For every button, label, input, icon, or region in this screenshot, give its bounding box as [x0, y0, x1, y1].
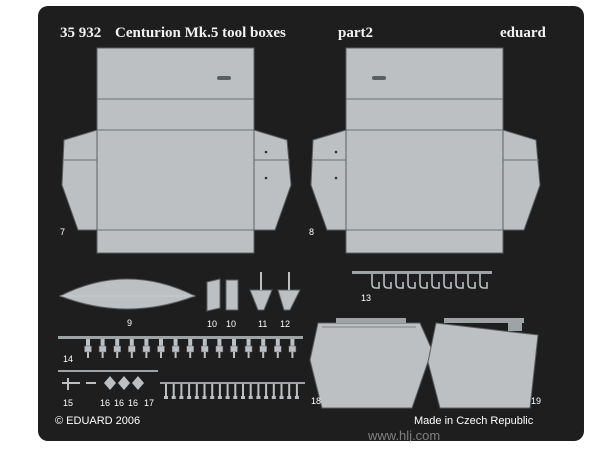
latch-piece	[128, 339, 136, 358]
pin-piece	[194, 384, 199, 399]
part-number-17: 17	[144, 398, 154, 408]
hinge-piece	[443, 274, 452, 289]
latch-piece	[98, 339, 107, 358]
latch-piece	[288, 339, 297, 358]
part-18-panel	[309, 318, 433, 409]
pin-piece	[264, 384, 269, 399]
part-number-16a: 16	[100, 398, 110, 408]
pin-piece	[294, 384, 299, 399]
fret-part: part2	[338, 25, 373, 41]
part-number-9: 9	[127, 318, 132, 328]
latch-piece	[171, 339, 180, 358]
hinge-piece	[395, 274, 404, 289]
latch-piece	[259, 339, 267, 358]
made-in-text: Made in Czech Republic	[414, 415, 534, 427]
part-number-10b: 10	[226, 319, 236, 329]
part-10-brackets	[206, 278, 239, 312]
part-13-hinges	[352, 271, 492, 289]
brand-logo: eduard	[500, 25, 547, 41]
part-number-14: 14	[63, 354, 73, 364]
latch-piece	[244, 339, 253, 358]
pin-piece	[241, 384, 245, 399]
part-number-15: 15	[63, 398, 73, 408]
pin-piece	[225, 384, 230, 399]
pin-piece	[202, 384, 207, 399]
pin-piece	[248, 384, 253, 399]
hinge-piece	[407, 274, 416, 289]
pin-piece	[279, 384, 284, 399]
watermark-site: www.hlj.com	[367, 428, 440, 443]
latch-piece	[84, 339, 92, 358]
hinge-piece	[371, 274, 380, 289]
latch-piece	[230, 339, 238, 358]
latch-piece	[186, 339, 194, 358]
latch-piece	[274, 339, 282, 358]
latch-piece	[142, 339, 151, 358]
part-number-7: 7	[60, 227, 65, 237]
pin-piece	[233, 384, 238, 399]
hinge-piece	[419, 274, 428, 289]
hinge-piece	[383, 274, 392, 289]
pin-piece	[287, 384, 292, 399]
part-number-16c: 16	[128, 398, 138, 408]
part-11-12-clasps	[249, 272, 301, 311]
part-number-16b: 16	[114, 398, 124, 408]
part-number-12: 12	[280, 319, 290, 329]
part-17-pins	[160, 382, 305, 399]
part-number-11: 11	[258, 319, 267, 329]
latch-piece	[113, 339, 121, 358]
pin-piece	[256, 384, 261, 399]
part-8-toolbox	[306, 47, 541, 254]
hinge-piece	[467, 274, 476, 289]
pin-piece	[164, 384, 168, 399]
part-19-panel	[427, 318, 539, 409]
part-9-strap	[58, 278, 197, 310]
part-number-8: 8	[309, 227, 314, 237]
pin-piece	[210, 384, 215, 399]
pin-piece	[179, 384, 184, 399]
part-number-18: 18	[311, 396, 321, 406]
pin-piece	[171, 384, 176, 399]
latch-piece	[215, 339, 224, 358]
part-number-19: 19	[531, 396, 541, 406]
latch-piece	[157, 339, 165, 358]
part-15-16-small	[58, 370, 158, 390]
pin-piece	[187, 384, 192, 399]
fret-title: Centurion Mk.5 tool boxes	[115, 25, 286, 41]
hinge-piece	[455, 274, 464, 289]
pin-piece	[217, 384, 222, 399]
fret-code: 35 932	[60, 25, 101, 41]
hinge-piece	[431, 274, 440, 289]
part-7-toolbox	[57, 47, 292, 254]
part-number-13: 13	[361, 293, 371, 303]
pin-piece	[271, 384, 276, 399]
copyright-text: © EDUARD 2006	[55, 415, 140, 427]
hinge-piece	[479, 274, 488, 289]
part-14-latches	[58, 336, 303, 358]
latch-piece	[201, 339, 209, 358]
part-number-10a: 10	[207, 319, 217, 329]
